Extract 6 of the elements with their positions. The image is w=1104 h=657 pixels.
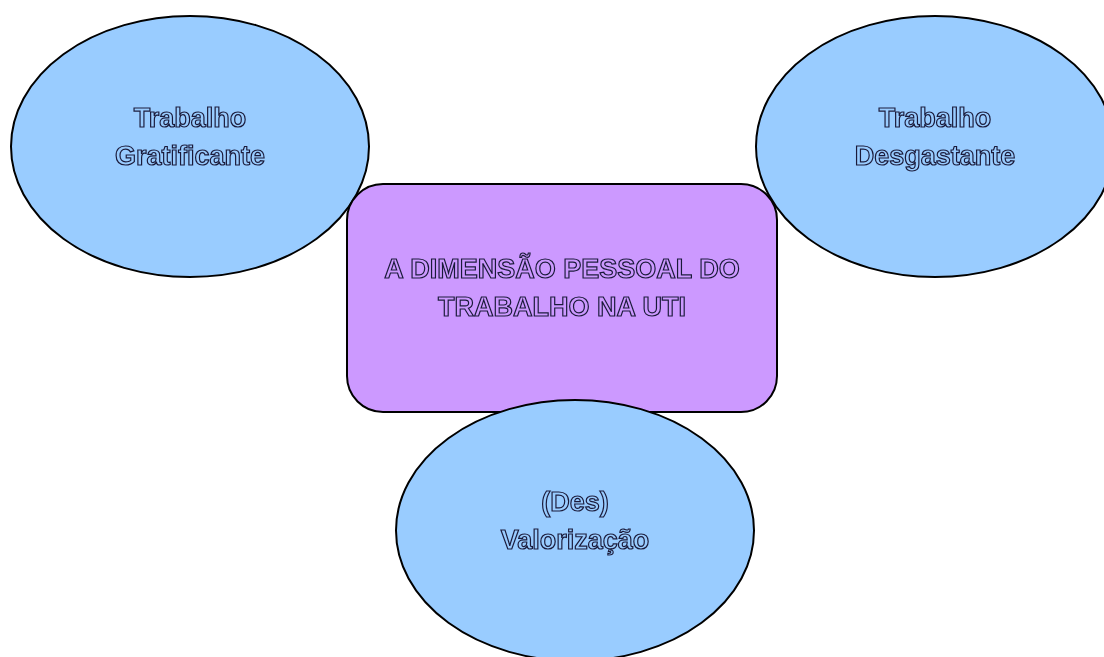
node-label: Trabalho Gratificante xyxy=(113,101,266,173)
rounded-box xyxy=(346,183,778,413)
node-label: (Des) Valorização xyxy=(499,485,651,558)
ellipse-node xyxy=(10,15,370,278)
node-label: Trabalho Desgastante xyxy=(853,101,1017,174)
node-label: A DIMENSÃO PESSOAL DO TRABALHO NA UTI xyxy=(383,251,741,324)
